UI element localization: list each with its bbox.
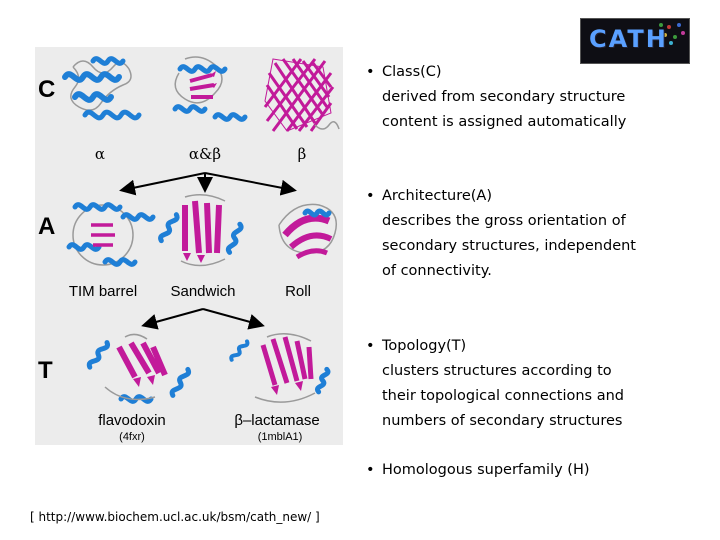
alpha-beta-structure-image xyxy=(172,56,248,122)
architecture-label-sandwich: Sandwich xyxy=(170,283,235,300)
bullet-architecture-heading: Architecture(A) xyxy=(382,188,493,204)
bullet-class-line-2: content is assigned automatically xyxy=(382,114,627,130)
class-to-architecture-arrows xyxy=(119,172,297,196)
topology-label-beta-lactamase: β–lactamase xyxy=(234,412,319,429)
bullet-architecture-line-2: secondary structures, independent xyxy=(382,238,636,254)
sandwich-structure-image xyxy=(158,194,244,267)
logo-decoration xyxy=(659,23,685,45)
bullet-topology-heading: Topology(T) xyxy=(382,338,467,354)
class-row-letter: C xyxy=(38,76,55,103)
bullet-homologous-superfamily: • Homologous superfamily (H) xyxy=(366,458,706,483)
class-label-alpha-beta: α&β xyxy=(189,145,221,163)
class-label-alpha: α xyxy=(95,145,105,163)
bullet-dot: • xyxy=(366,338,375,354)
bullet-class-line-1: derived from secondary structure xyxy=(382,89,626,105)
source-url: [ http://www.biochem.ucl.ac.uk/bsm/cath_… xyxy=(30,510,320,524)
architecture-row-letter: A xyxy=(38,213,55,240)
roll-structure-image xyxy=(278,203,337,260)
bullet-homologous-heading: Homologous superfamily (H) xyxy=(382,462,590,478)
bullet-class-heading: Class(C) xyxy=(382,64,442,80)
bullet-dot: • xyxy=(366,188,375,204)
bullet-class: • Class(C) derived from secondary structu… xyxy=(366,60,706,135)
architecture-label-roll: Roll xyxy=(285,283,311,300)
bullet-topology-line-1: clusters structures according to xyxy=(382,363,612,379)
flavodoxin-structure-image xyxy=(86,333,192,404)
cath-logo-word: CATH xyxy=(589,25,668,53)
bullet-topology: • Topology(T) clusters structures accordi… xyxy=(366,334,706,434)
bullet-dot: • xyxy=(366,462,375,478)
tim-barrel-structure-image xyxy=(66,202,156,267)
cath-logo: CATH xyxy=(580,18,690,64)
architecture-to-topology-arrows xyxy=(141,308,265,330)
bullet-architecture: • Architecture(A) describes the gross ori… xyxy=(366,184,706,284)
alpha-structure-image xyxy=(62,56,142,121)
topology-row-letter: T xyxy=(38,357,53,384)
architecture-label-tim-barrel: TIM barrel xyxy=(69,283,137,300)
topology-code-flavodoxin: (4fxr) xyxy=(119,431,145,443)
bullet-architecture-line-1: describes the gross orientation of xyxy=(382,213,626,229)
figure-canvas: C A T α α&β β xyxy=(38,56,340,443)
topology-code-beta-lactamase: (1mblA1) xyxy=(258,431,303,443)
beta-lactamase-structure-image xyxy=(229,333,331,403)
class-label-beta: β xyxy=(298,145,307,163)
bullet-topology-line-3: numbers of secondary structures xyxy=(382,413,623,429)
topology-label-flavodoxin: flavodoxin xyxy=(98,412,166,429)
bullet-topology-line-2: their topological connections and xyxy=(382,388,624,404)
beta-structure-image xyxy=(263,58,340,132)
bullet-architecture-line-3: of connectivity. xyxy=(382,263,492,279)
cath-hierarchy-figure: C A T α α&β β xyxy=(35,47,343,445)
bullet-dot: • xyxy=(366,64,375,80)
